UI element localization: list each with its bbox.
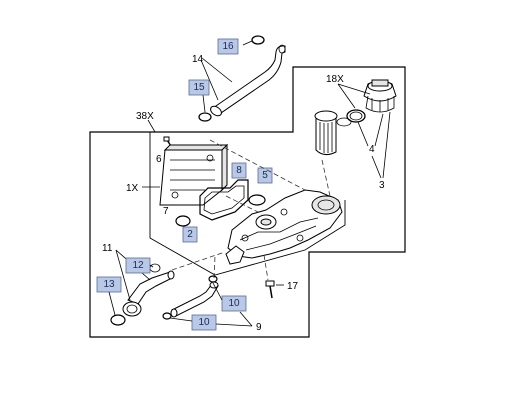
leader-4b	[374, 113, 384, 147]
leader-10b	[169, 317, 193, 322]
svg-text:16: 16	[222, 41, 234, 52]
svg-text:2: 2	[187, 229, 193, 240]
oil-cooler-1x	[159, 143, 229, 206]
leader-10a	[212, 282, 223, 301]
group-leader	[147, 119, 156, 133]
pipe-14	[210, 44, 286, 117]
seal-ring-4a	[346, 109, 366, 123]
svg-text:15: 15	[193, 82, 205, 93]
gasket-8	[199, 179, 249, 221]
callout-14: 14	[192, 54, 204, 65]
seal-ring-16	[251, 35, 265, 45]
svg-text:10: 10	[228, 298, 240, 309]
leader-12	[149, 264, 154, 268]
callout-1x: 1X	[126, 183, 139, 194]
callout-box-13: 13	[96, 276, 122, 293]
group-label: 38X	[136, 111, 154, 122]
assembly-frame	[89, 66, 406, 338]
hose-11	[122, 270, 175, 317]
leader-13	[108, 291, 116, 316]
gasket-5	[248, 194, 266, 206]
inner-frame	[149, 132, 346, 276]
svg-text:8: 8	[236, 165, 242, 176]
pipe-9	[170, 281, 219, 318]
leader-14	[201, 57, 233, 83]
callout-11: 11	[102, 243, 113, 254]
seal-ring-10b	[208, 275, 218, 283]
oil-filter-element-18x	[314, 110, 338, 156]
callout-7: 7	[163, 206, 169, 217]
leader-14b	[200, 59, 219, 101]
callout-box-8: 8	[231, 162, 247, 179]
callout-6: 6	[156, 154, 162, 165]
callout-box-12: 12	[125, 257, 151, 274]
assembly-line-left	[171, 251, 226, 271]
bolt-17	[265, 280, 275, 299]
callout-box-15: 15	[188, 79, 210, 96]
oil-filter-cap	[363, 79, 397, 113]
callout-box-5: 5	[257, 167, 273, 184]
leader-4	[357, 121, 369, 147]
seal-ring-10a	[162, 312, 172, 320]
callout-18x: 18X	[326, 74, 344, 85]
seal-ring-15	[198, 112, 212, 122]
seal-ring-2	[175, 215, 191, 227]
svg-text:10: 10	[198, 317, 210, 328]
leader-9	[215, 323, 253, 327]
callout-17: 17	[287, 281, 299, 292]
callout-box-10-upper: 10	[221, 295, 247, 312]
assembly-line-top	[209, 139, 306, 191]
callout-box-16: 16	[217, 38, 239, 55]
leader-16	[242, 40, 253, 46]
oil-filter-housing	[225, 189, 343, 265]
callout-3: 3	[379, 180, 385, 191]
assembly-line-17	[263, 254, 269, 281]
leader-18x	[337, 83, 356, 109]
assembly-line-cooler	[225, 195, 263, 215]
leader-9b	[239, 311, 253, 327]
callout-box-2: 2	[182, 226, 198, 243]
assembly-line-filter	[321, 159, 331, 197]
callout-box-10-lower: 10	[191, 314, 217, 331]
svg-text:13: 13	[103, 279, 115, 290]
seal-ring-12	[149, 263, 161, 273]
svg-text:5: 5	[262, 170, 268, 181]
callout-9: 9	[256, 322, 262, 333]
svg-text:12: 12	[132, 260, 144, 271]
seal-ring-13	[110, 314, 126, 326]
leader-11	[115, 249, 131, 301]
assembly-line-mid	[213, 255, 216, 279]
callout-4: 4	[369, 144, 375, 155]
leader-3b	[382, 111, 391, 179]
leader-15	[202, 94, 206, 113]
leader-18x-b	[337, 83, 371, 95]
leader-3	[371, 155, 382, 179]
seal-ring-filter	[336, 117, 352, 127]
seal-ring-4b	[349, 111, 363, 121]
